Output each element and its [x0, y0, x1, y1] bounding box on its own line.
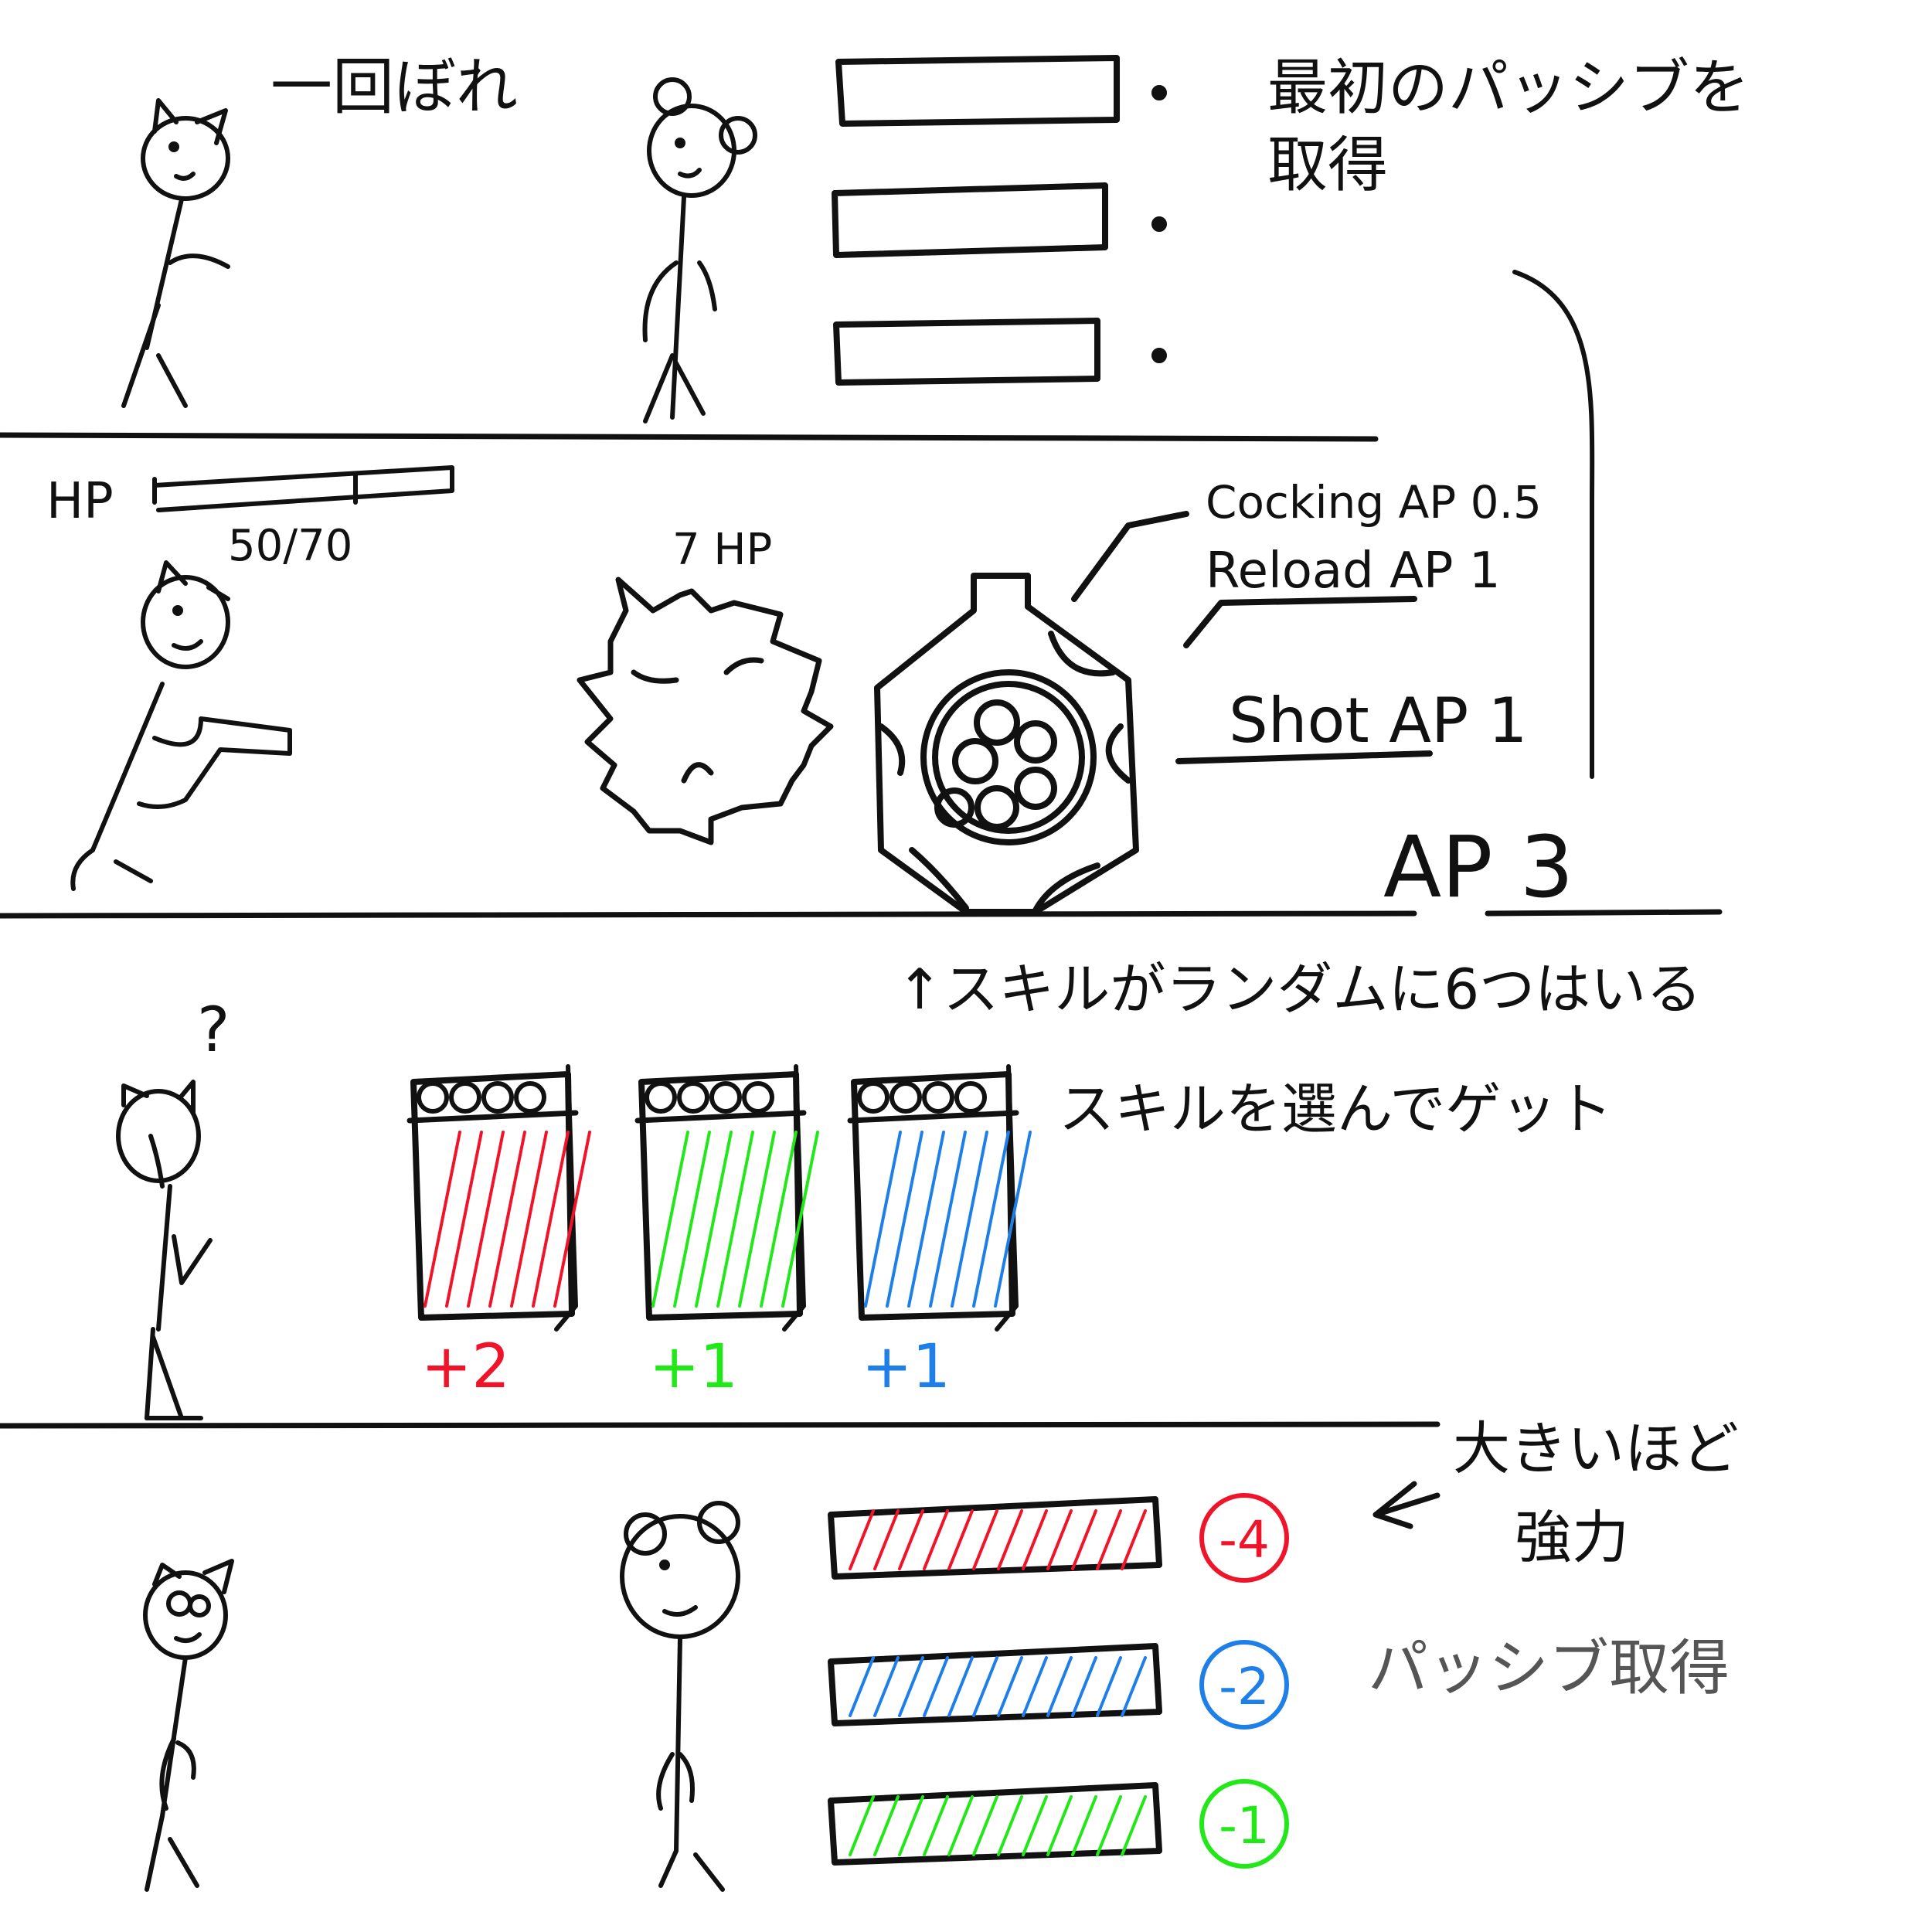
empty-slot-list: [832, 55, 1167, 386]
card-shadow: [782, 1064, 806, 1332]
panel3-note-line2: スキルを選んでゲット: [1059, 1077, 1612, 1141]
card-bullet: [954, 1081, 987, 1114]
skill-card[interactable]: +1: [634, 1064, 819, 1402]
passive-list: -4 -2 -1: [828, 1493, 1289, 1869]
panel4-note-line1: 大きいほど: [1453, 1416, 1739, 1482]
card-top-bar: [847, 1110, 1019, 1124]
empty-slot: [832, 182, 1167, 258]
card-top-bar: [634, 1110, 807, 1124]
card-shadow: [554, 1064, 578, 1332]
card-bullet: [857, 1081, 889, 1114]
panel3-note-line1: ↑スキルがランダムに6つはいる: [896, 957, 1702, 1022]
hp-label: HP: [46, 473, 114, 530]
panel-dividers: [0, 270, 1723, 1429]
passive-hatch: [849, 1795, 1147, 1856]
skill-card[interactable]: +2: [406, 1064, 591, 1402]
question-mark: ?: [197, 994, 230, 1066]
hp-bar: [152, 465, 454, 512]
passive-item[interactable]: -4: [828, 1493, 1289, 1583]
panel4-note-passive: パッシブ取得: [1368, 1634, 1730, 1703]
cocking-ap: Cocking AP 0.5: [1206, 476, 1542, 529]
card-hatch: [423, 1131, 591, 1308]
passive-bar: [828, 1643, 1162, 1726]
skill-card[interactable]: +1: [847, 1064, 1032, 1402]
card-bonus-label: +1: [649, 1332, 738, 1402]
cat-figure-confused: [116, 1080, 213, 1420]
passive-cost-label: -1: [1219, 1796, 1270, 1855]
card-bullet: [709, 1081, 742, 1114]
panel-4: 大きいほど 強力 パッシブ取得 -4 -2 -1: [143, 1416, 1739, 1892]
cat-figure: [121, 98, 230, 408]
panel-3: ↑スキルがランダムに6つはいる スキルを選んでゲット ? +2 +1 +1: [116, 957, 1702, 1420]
passive-cost-label: -4: [1219, 1510, 1270, 1570]
skill-card-list: +2 +1 +1: [406, 1064, 1032, 1402]
card-shadow: [995, 1064, 1019, 1332]
card-bonus-label: +1: [862, 1332, 951, 1402]
card-bullet: [889, 1081, 922, 1114]
shot-ap: Shot AP 1: [1229, 685, 1528, 757]
card-hatch: [651, 1131, 819, 1308]
panel4-note-line2: 強力: [1515, 1505, 1629, 1571]
pointer-arrow: [1372, 1481, 1440, 1529]
card-bullet: [417, 1081, 449, 1114]
empty-slot: [835, 55, 1167, 127]
passive-item[interactable]: -1: [828, 1779, 1289, 1869]
enemy-monster: [577, 577, 834, 845]
cat-figure-happy: [143, 1559, 234, 1892]
bear-figure-top: [642, 77, 757, 423]
passive-cost-circle: [1199, 1640, 1289, 1730]
passive-cost-label: -2: [1219, 1657, 1270, 1716]
card-bullet: [449, 1081, 481, 1114]
passive-hatch: [849, 1656, 1147, 1717]
card-bullet: [514, 1081, 546, 1114]
card-bullet: [481, 1081, 514, 1114]
hp-value: 50/70: [228, 521, 352, 571]
passive-hatch: [849, 1509, 1147, 1570]
cat-figure-shooting: [70, 560, 292, 891]
passive-bar: [828, 1496, 1162, 1580]
card-bullet: [922, 1081, 954, 1114]
empty-slot: [833, 318, 1167, 386]
passive-cost-circle: [1199, 1493, 1289, 1583]
panel-2: HP 50/70 7 HP: [46, 465, 1574, 917]
passive-bar: [828, 1782, 1162, 1866]
card-bullet: [645, 1081, 677, 1114]
panel1-note-line1: 最初のパッシブを: [1267, 53, 1750, 123]
bear-figure-bottom: [620, 1501, 740, 1892]
card-bullet: [742, 1081, 774, 1114]
panel1-note-line2: 取得: [1267, 131, 1388, 200]
card-bonus-label: +2: [421, 1332, 510, 1402]
passive-item[interactable]: -2: [828, 1640, 1289, 1730]
card-hatch: [864, 1131, 1032, 1308]
ap-total: AP 3: [1383, 818, 1574, 917]
card-top-bar: [406, 1110, 579, 1124]
revolver-cylinder: [874, 511, 1433, 915]
panel1-speech: 一回ぼれ: [270, 51, 518, 123]
passive-cost-circle: [1199, 1779, 1289, 1869]
card-bullet: [677, 1081, 709, 1114]
reload-ap: Reload AP 1: [1206, 543, 1501, 600]
enemy-hp: 7 HP: [672, 525, 772, 575]
panel-1: 一回ぼれ 最初のパッシブ: [121, 51, 1750, 423]
